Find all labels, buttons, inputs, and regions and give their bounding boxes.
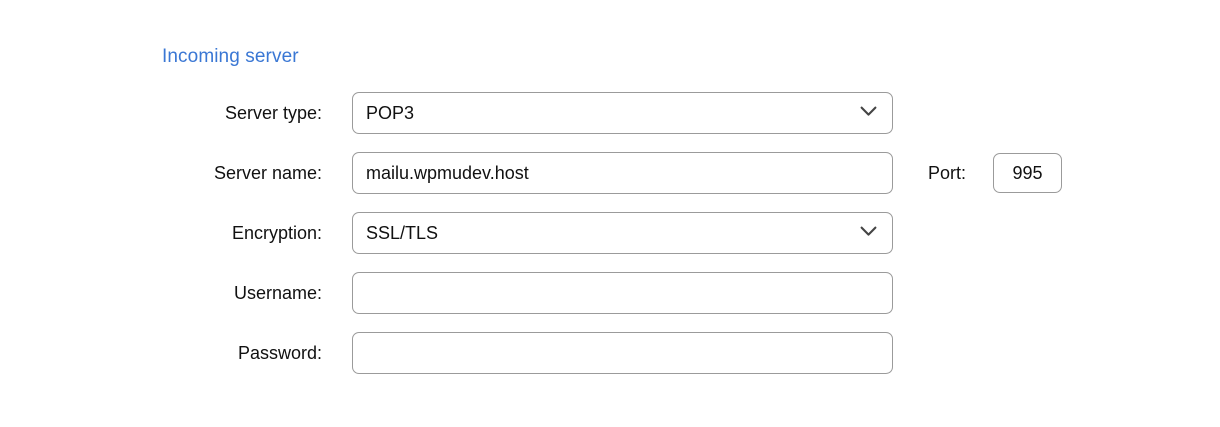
encryption-select[interactable]: SSL/TLS (352, 212, 893, 254)
password-input[interactable] (352, 332, 893, 374)
chevron-down-icon (860, 106, 877, 117)
form-row-encryption: Encryption: SSL/TLS (0, 212, 1220, 254)
form-row-server-type: Server type: POP3 (0, 92, 1220, 134)
label-password: Password: (237, 343, 322, 363)
server-name-value: mailu.wpmudev.host (366, 163, 529, 183)
server-name-input[interactable]: mailu.wpmudev.host (352, 152, 893, 194)
label-encryption: Encryption: (231, 223, 322, 243)
section-title-incoming-server: Incoming server (162, 46, 299, 67)
form-row-username: Username: (0, 272, 1220, 314)
username-input[interactable] (352, 272, 893, 314)
form-row-server-name: Server name: mailu.wpmudev.host Port: 99… (0, 152, 1220, 194)
label-server-type: Server type: (224, 103, 322, 123)
label-username: Username: (233, 283, 322, 303)
port-value: 995 (1012, 163, 1043, 183)
form-row-password: Password: (0, 332, 1220, 374)
username-value (366, 273, 880, 313)
chevron-down-icon (860, 226, 877, 237)
incoming-server-form: Server type: POP3 Server name: mailu.wpm… (0, 92, 1220, 392)
encryption-value: SSL/TLS (366, 223, 439, 243)
port-input[interactable]: 995 (993, 153, 1062, 193)
label-server-name: Server name: (213, 163, 322, 183)
label-port: Port: (928, 163, 967, 183)
server-type-value: POP3 (366, 103, 415, 123)
server-type-select[interactable]: POP3 (352, 92, 893, 134)
password-value (366, 333, 880, 373)
